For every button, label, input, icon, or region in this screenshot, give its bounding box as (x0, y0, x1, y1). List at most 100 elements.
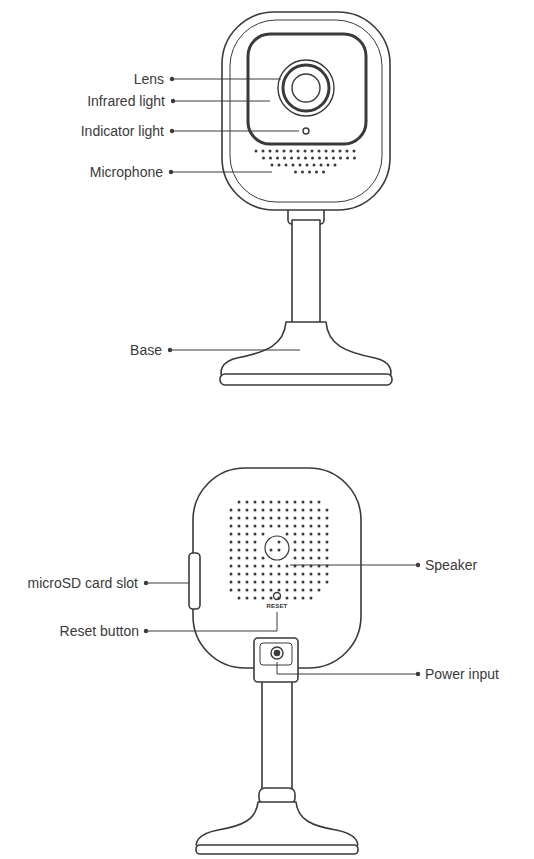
microphone-hole (262, 157, 265, 160)
speaker-hole (278, 501, 281, 504)
speaker-hole (238, 589, 241, 592)
microphone-hole (278, 164, 281, 167)
part-label: Base (130, 342, 162, 358)
speaker-hole (262, 533, 265, 536)
speaker-hole (310, 597, 313, 600)
microphone-hole (353, 157, 356, 160)
speaker-hole (238, 573, 241, 576)
leader-lines (146, 79, 418, 674)
leader-dots (144, 77, 420, 676)
speaker-hole (262, 501, 265, 504)
speaker-hole (254, 581, 257, 584)
speaker-hole (270, 525, 273, 528)
speaker-hole (310, 501, 313, 504)
speaker-hole (270, 565, 273, 568)
leader-dot (144, 581, 148, 585)
speaker-hole (254, 533, 257, 536)
microphone-hole (255, 150, 258, 153)
speaker-hole (318, 557, 321, 560)
speaker-hole (326, 509, 329, 512)
speaker-hole (246, 501, 249, 504)
speaker-hole (230, 541, 233, 544)
face-panel (248, 34, 366, 144)
speaker-hole (318, 509, 321, 512)
leader-line (146, 612, 277, 631)
speaker-hole (262, 565, 265, 568)
speaker-hole (318, 533, 321, 536)
speaker-center (265, 536, 289, 560)
microphone-hole (346, 157, 349, 160)
microphone-hole (290, 150, 293, 153)
speaker-hole (262, 509, 265, 512)
speaker-hole (254, 541, 257, 544)
part-label: Indicator light (81, 123, 164, 139)
speaker-hole (294, 549, 297, 552)
speaker-hole (278, 509, 281, 512)
speaker-hole (326, 549, 329, 552)
speaker-hole (310, 509, 313, 512)
microphone-hole (276, 150, 279, 153)
speaker-hole (230, 581, 233, 584)
speaker-hole (238, 597, 241, 600)
speaker-hole (310, 581, 313, 584)
speaker-hole (286, 525, 289, 528)
speaker-hole (270, 573, 273, 576)
microphone-hole (339, 157, 342, 160)
microphone-hole (294, 171, 297, 174)
speaker-hole (318, 525, 321, 528)
power-pin (275, 651, 280, 656)
speaker-hole (278, 581, 281, 584)
microphone-hole (332, 150, 335, 153)
microphone-hole (318, 157, 321, 160)
speaker-hole (318, 549, 321, 552)
lens-glass (292, 74, 320, 102)
lens-ring (278, 60, 334, 116)
power-mount (254, 638, 298, 682)
leader-line (173, 101, 270, 102)
speaker-hole (318, 517, 321, 520)
speaker-hole (278, 597, 281, 600)
speaker-hole (246, 597, 249, 600)
microphone-hole (339, 150, 342, 153)
speaker-hole (302, 509, 305, 512)
speaker-hole (286, 573, 289, 576)
microphone-hole (311, 157, 314, 160)
speaker-hole (326, 533, 329, 536)
part-label: Power input (425, 666, 499, 682)
leader-line (172, 79, 281, 80)
leader-dot (170, 129, 174, 133)
microphone-hole (262, 150, 265, 153)
speaker-hole (270, 509, 273, 512)
speaker-hole (246, 565, 249, 568)
part-label: Microphone (90, 164, 163, 180)
microphone-hole (315, 171, 318, 174)
speaker-hole (310, 573, 313, 576)
microphone-hole (283, 157, 286, 160)
speaker-hole (230, 517, 233, 520)
speaker-hole (254, 589, 257, 592)
speaker-hole (294, 581, 297, 584)
microphone-hole (334, 164, 337, 167)
speaker-hole (230, 533, 233, 536)
speaker-hole (230, 549, 233, 552)
microphone-hole (269, 150, 272, 153)
hole-pattern (230, 150, 357, 600)
base (196, 802, 357, 848)
speaker-hole (326, 541, 329, 544)
microphone-hole (299, 164, 302, 167)
speaker-hole (310, 541, 313, 544)
leader-line (146, 583, 189, 584)
speaker-hole (238, 517, 241, 520)
speaker-hole (238, 549, 241, 552)
microphone-hole (320, 164, 323, 167)
speaker-hole (230, 589, 233, 592)
speaker-hole (246, 581, 249, 584)
microphone-hole (332, 157, 335, 160)
speaker-hole (294, 541, 297, 544)
microsd-slot (189, 553, 200, 609)
speaker-hole (254, 565, 257, 568)
speaker-hole (246, 509, 249, 512)
microphone-hole (325, 150, 328, 153)
speaker-hole (238, 581, 241, 584)
camera-head (222, 12, 390, 210)
